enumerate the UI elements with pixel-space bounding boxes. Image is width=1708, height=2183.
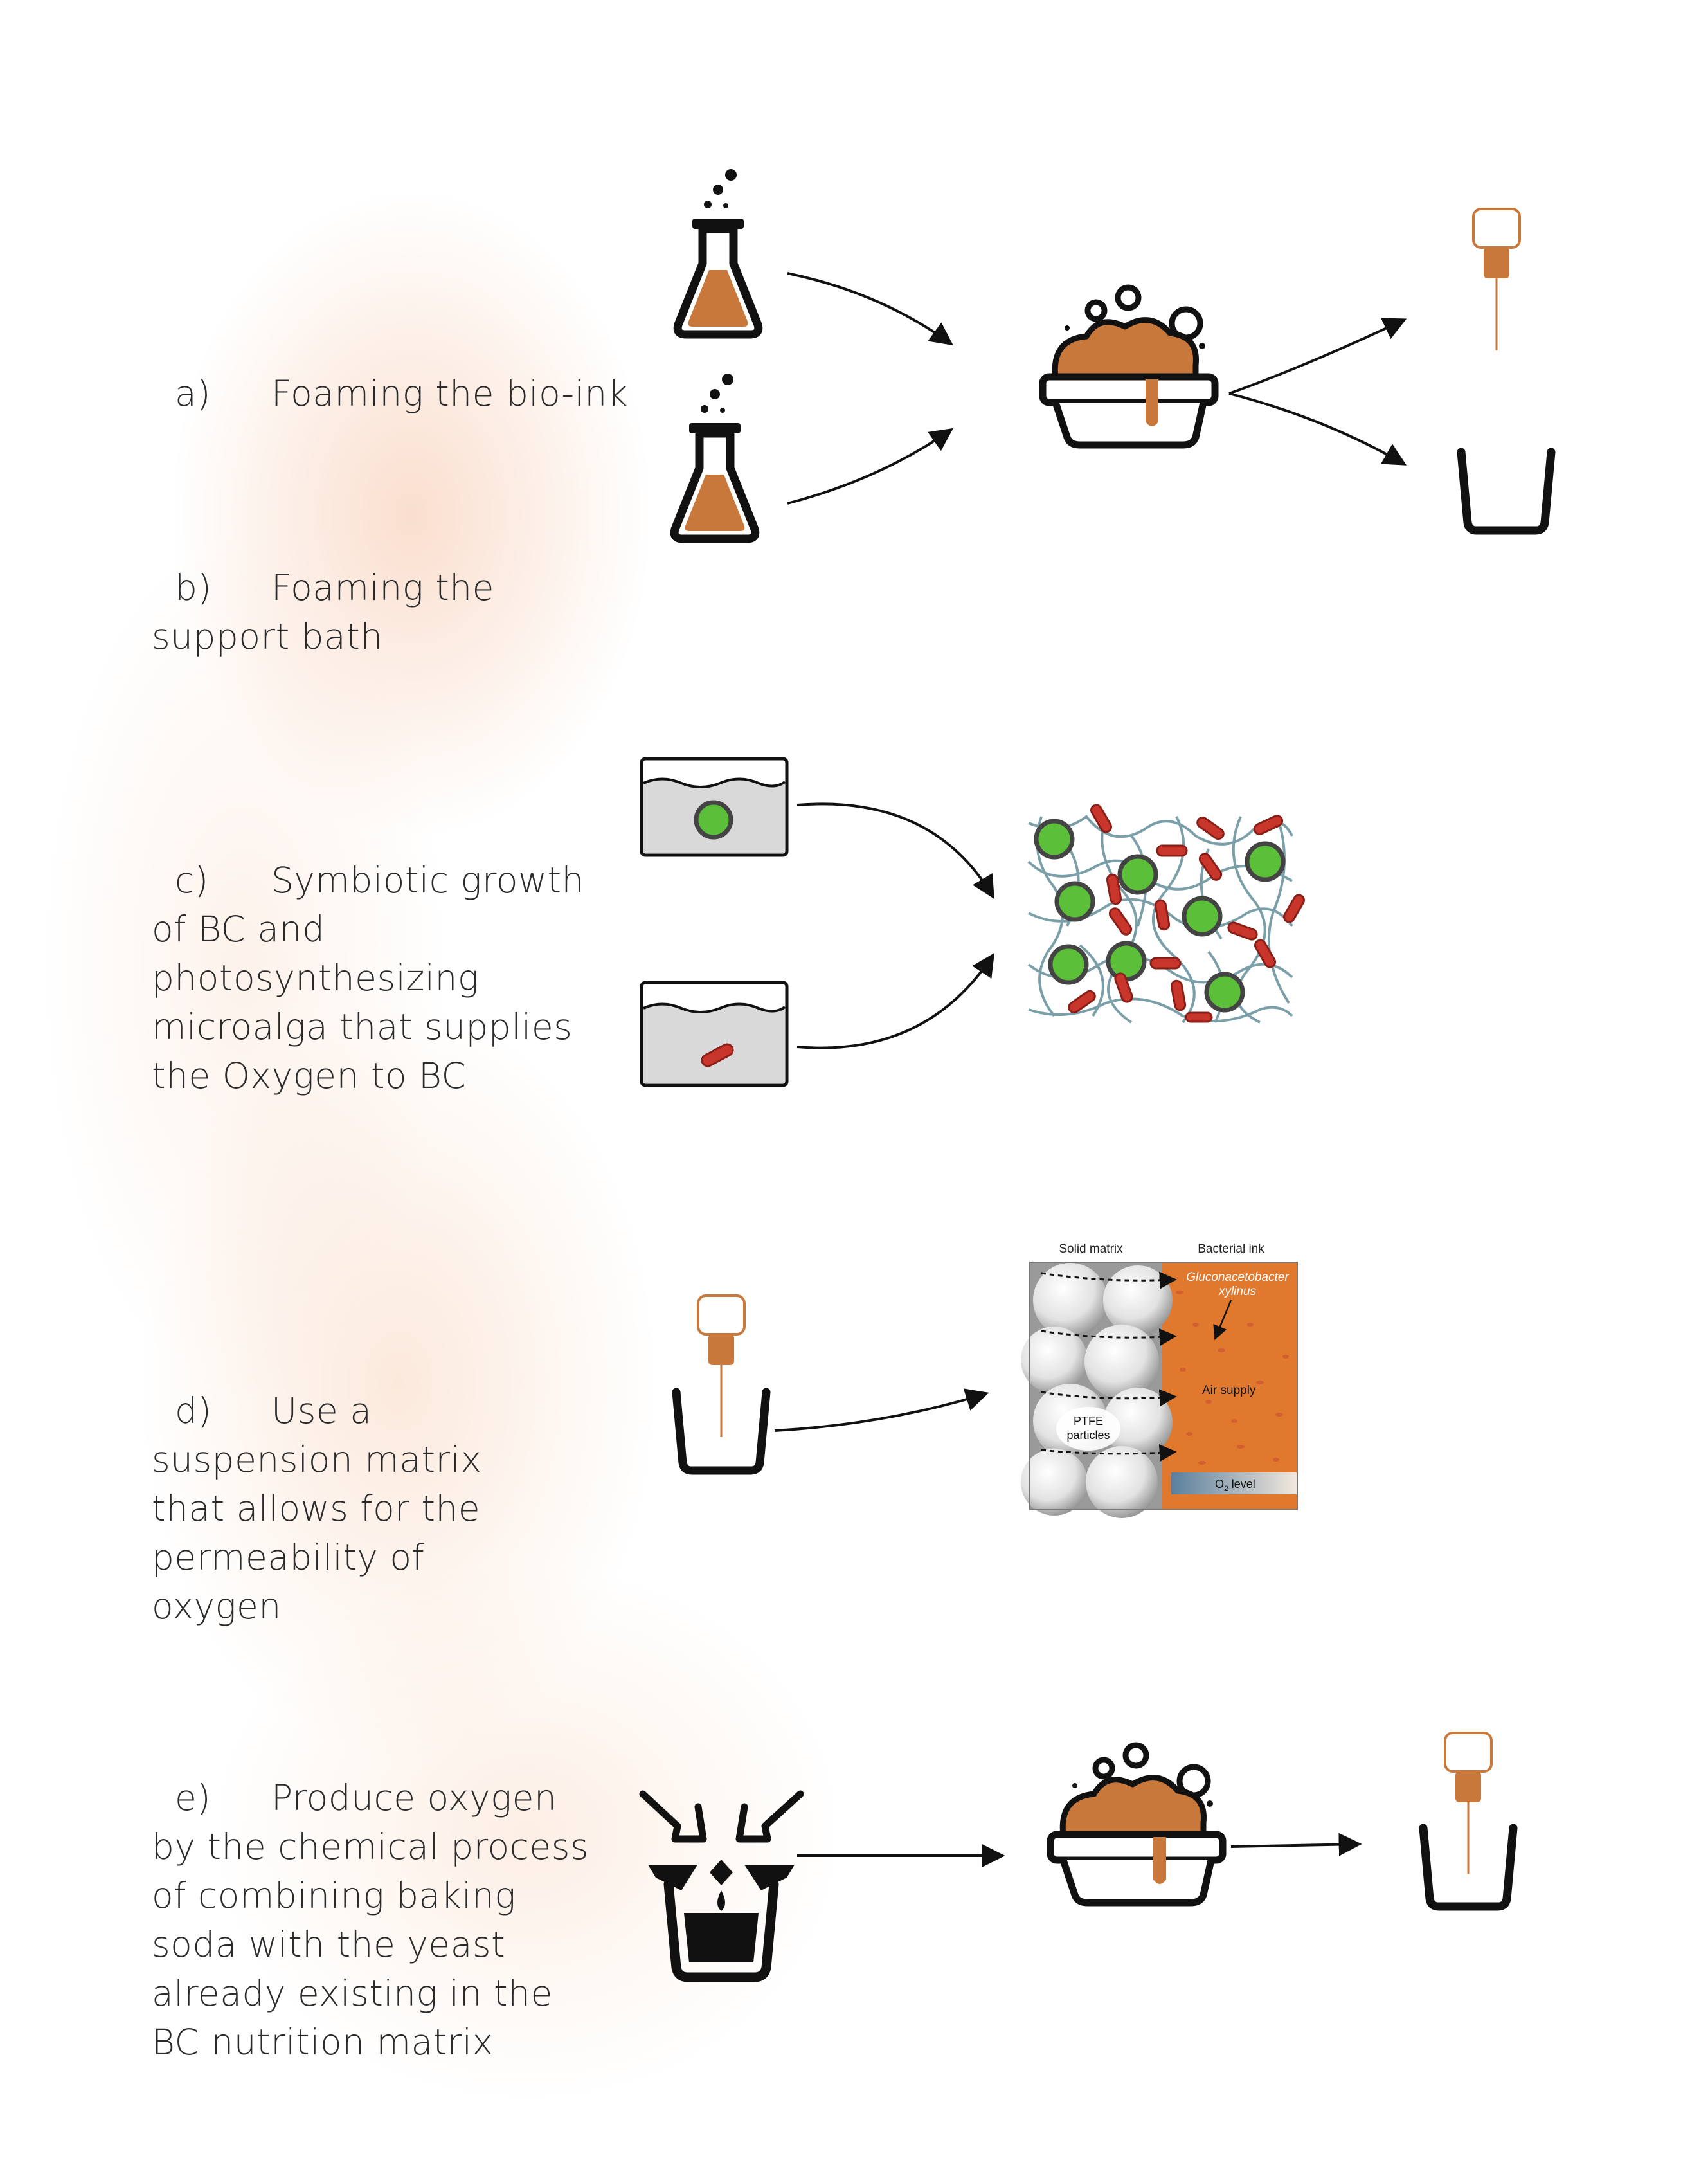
arrow-foam-to-beaker [1228,392,1407,466]
foam-bowl-icon-top [1043,287,1215,445]
inset-label-species-1: Gluconacetobacter [1186,1271,1289,1284]
inset-label-bacterial-ink: Bacterial ink [1198,1242,1264,1256]
step-e-letter: e) [174,1777,211,1818]
step-c-label: c)Symbiotic growth of BC and photosynthe… [152,807,595,1100]
step-e-label: e)Produce oxygen by the chemical process… [152,1725,595,2067]
flask-icon-support [674,374,755,539]
arrow-b-to-foam [787,428,953,505]
step-d-label: d)Use a suspension matrix that allows fo… [152,1337,544,1631]
water-tank-icon-algae [640,757,789,857]
beaker-icon-bottom [1423,1828,1513,1907]
bc-network-icon [1027,804,1305,1024]
inset-label-species-2: xylinus [1218,1285,1257,1298]
arrow-a-to-foam [787,272,953,346]
step-e-text: Produce oxygen by the chemical process o… [152,1777,601,2063]
mixing-container-icon [639,1790,804,1982]
step-d-letter: d) [174,1390,212,1431]
arrow-bacteria-to-network [796,952,994,1049]
step-b-text: Foaming the support bath [152,567,506,657]
step-a-text: Foaming the bio-ink [271,373,629,414]
step-d-text: Use a suspension matrix that allows for … [152,1390,494,1627]
step-a-letter: a) [174,373,211,414]
inset-label-air-supply: Air supply [1202,1384,1256,1397]
arrow-foam-to-print [1230,1833,1362,1856]
inset-label-ptfe-2: particles [1066,1429,1110,1442]
inset-label-ptfe-1: PTFE [1074,1415,1103,1427]
step-b-label: b)Foaming the support bath [152,514,640,661]
beaker-icon-top [1461,452,1551,530]
foam-bowl-icon-bottom [1050,1745,1223,1903]
step-c-text: Symbiotic growth of BC and photosynthesi… [152,860,596,1096]
inset-label-o2-level: O2 level [1215,1478,1255,1493]
water-tank-icon-bacteria [640,981,789,1087]
step-b-letter: b) [174,567,212,608]
arrow-algae-to-network [796,802,994,900]
arrow-suspension-to-inset [774,1388,989,1432]
step-c-letter: c) [174,860,209,901]
flask-icon-bioink [678,169,759,334]
inset-label-solid-matrix: Solid matrix [1059,1242,1123,1256]
suspension-matrix-inset: Solid matrix Bacterial ink [1021,1242,1298,1518]
arrow-foam-to-syringe [1228,318,1407,395]
step-a-label: a) Foaming the bio-ink [152,320,628,418]
syringe-icon-top [1472,208,1521,352]
